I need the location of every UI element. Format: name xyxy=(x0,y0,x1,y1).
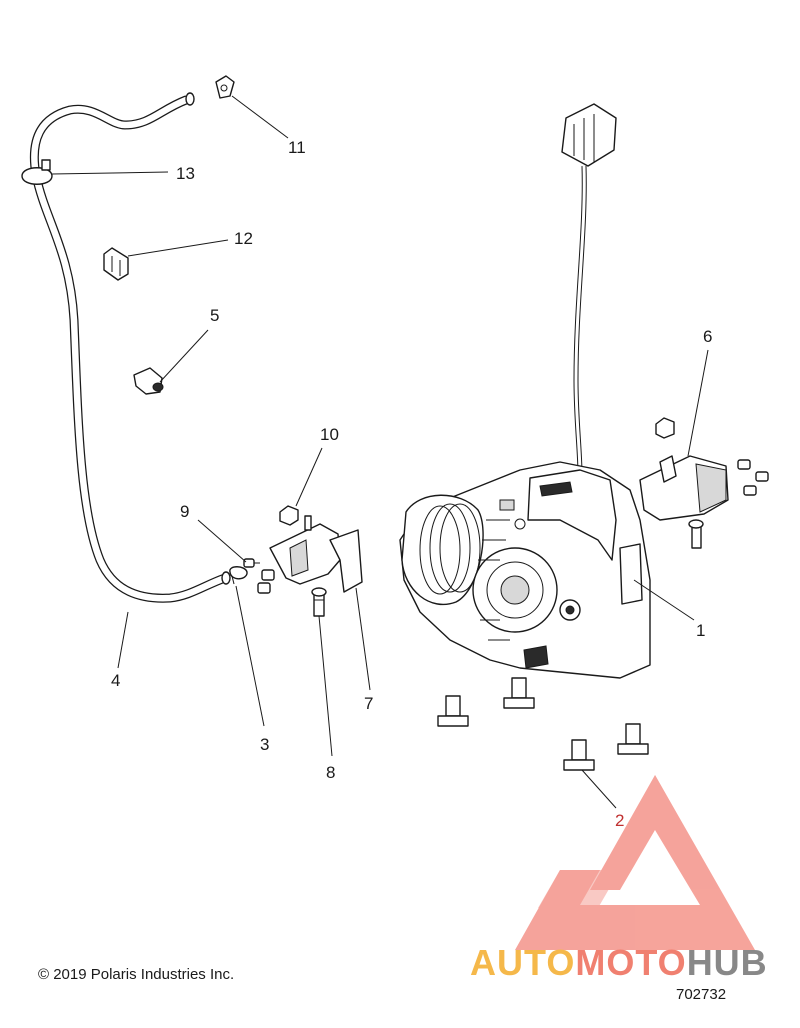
watermark-hub: HUB xyxy=(686,942,768,983)
callout-3: 3 xyxy=(260,735,269,754)
callout-1: 1 xyxy=(696,621,705,640)
callout-8: 8 xyxy=(326,763,335,782)
actuator-module xyxy=(639,417,769,549)
copyright-notice: © 2019 Polaris Industries Inc. xyxy=(38,966,235,983)
mounting-bolts xyxy=(437,677,649,771)
watermark-moto: MOTO xyxy=(575,942,687,983)
callouts: 1 2 3 4 5 6 7 8 9 10 11 12 13 xyxy=(111,138,712,830)
callout-11: 11 xyxy=(288,138,306,157)
callout-9: 9 xyxy=(180,502,189,521)
watermark-logo xyxy=(515,775,755,950)
actuator-bracket xyxy=(269,515,363,593)
document-number: 702732 xyxy=(676,986,727,1003)
elbow-fitting xyxy=(133,367,164,395)
callout-2: 2 xyxy=(615,811,624,830)
callout-7: 7 xyxy=(364,694,373,713)
bolt-8 xyxy=(311,587,327,617)
hose-clip xyxy=(21,159,53,185)
bolt-2d xyxy=(617,723,649,755)
callout-10: 10 xyxy=(320,425,339,444)
hose-clamp xyxy=(229,566,248,585)
callout-5: 5 xyxy=(210,306,219,325)
callout-12: 12 xyxy=(234,229,253,248)
nut-10 xyxy=(279,505,299,526)
watermark-text: AUTOMOTOHUB xyxy=(470,942,768,984)
leader-lines xyxy=(51,95,709,809)
clip-12 xyxy=(103,247,129,281)
callout-4: 4 xyxy=(111,671,120,690)
screw-9 xyxy=(243,558,275,594)
bolt-2b xyxy=(503,677,535,709)
callout-6: 6 xyxy=(703,327,712,346)
bolt-2c xyxy=(563,739,595,771)
clip-11 xyxy=(215,75,235,99)
bolt-2a xyxy=(437,695,469,727)
gearcase-assembly xyxy=(399,103,651,679)
hose xyxy=(29,92,231,603)
callout-13: 13 xyxy=(176,164,195,183)
watermark-auto: AUTO xyxy=(470,942,576,983)
